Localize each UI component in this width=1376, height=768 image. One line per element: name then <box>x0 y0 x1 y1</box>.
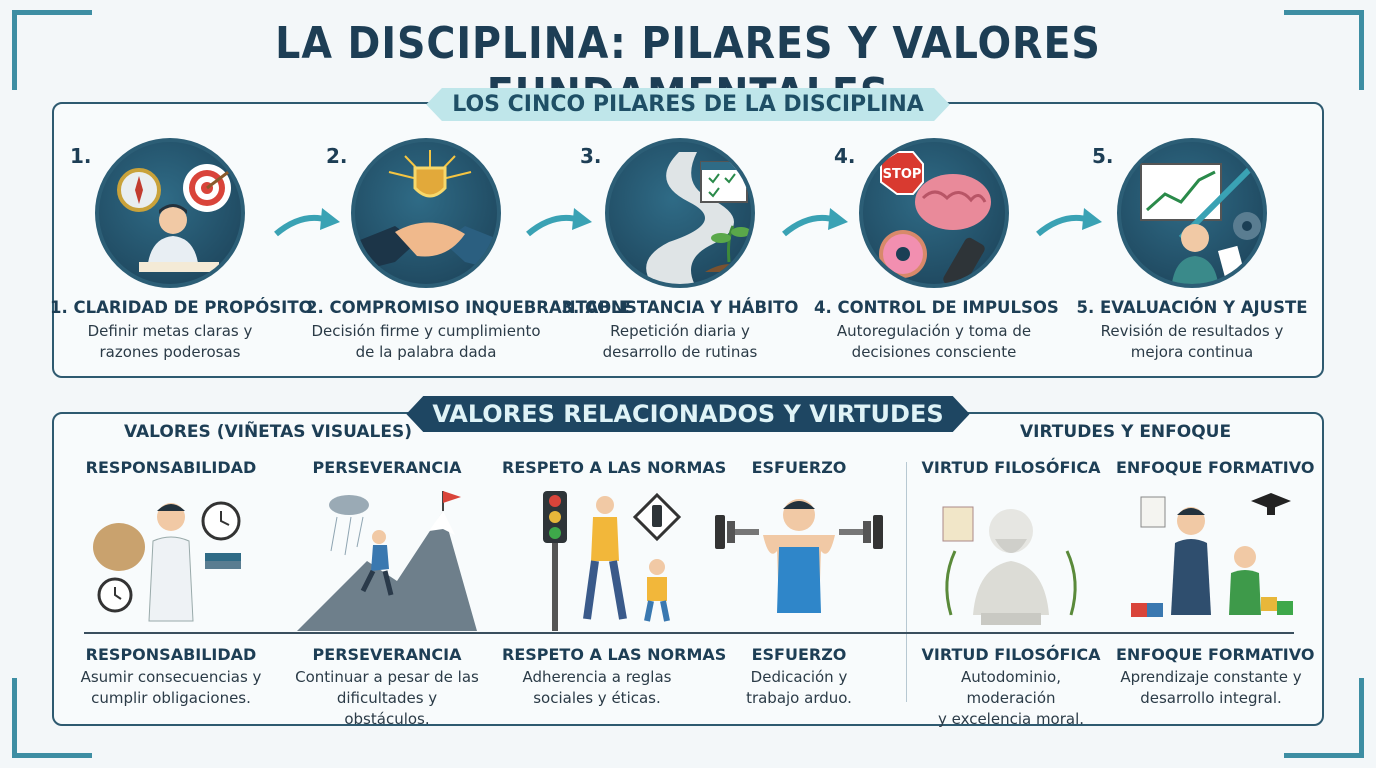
brain-stop-icon: STOP <box>859 138 1009 288</box>
value-description: Dedicación y trabajo arduo. <box>704 667 894 709</box>
value-title-secondary: ENFOQUE FORMATIVO <box>1116 645 1315 664</box>
corner-ornament-top-right <box>1284 10 1364 90</box>
value-title: RESPONSABILIDAD <box>85 458 257 477</box>
pillar-number: 3. <box>580 144 602 168</box>
pillar-name: 3. CONSTANCIA Y HÁBITO <box>561 298 799 317</box>
pillar-number: 4. <box>834 144 856 168</box>
svg-text:STOP: STOP <box>883 167 922 182</box>
value-card-respeto: RESPETO A LAS NORMAS RESPETO A LAS NORMA… <box>502 458 727 709</box>
value-title-secondary: PERSEVERANCIA <box>312 645 462 664</box>
pillar-description-line: Repetición diaria y <box>610 322 750 340</box>
philosopher-bust-icon <box>921 491 1101 631</box>
pillar-description: Revisión de resultados y mejora continua <box>1072 321 1312 363</box>
mountain-climber-icon <box>297 491 477 631</box>
value-card-virtud-filosofica: VIRTUD FILOSÓFICA VIRTUD FILOSÓFICA Auto… <box>916 458 1106 730</box>
value-title-secondary: ESFUERZO <box>751 645 847 664</box>
teacher-student-icon <box>1121 491 1301 631</box>
pillar-2: 2. 2. COMPROMISO INQUEBRANTABLE Decisión… <box>306 138 633 363</box>
pillar-description-line: mejora continua <box>1130 343 1254 361</box>
pillar-1: 1. 1. CLARIDAD DE PROPÓSITO Definir meta… <box>50 138 313 363</box>
pillar-description-line: de la palabra dada <box>355 343 497 361</box>
pillar-4: 4. STOP 4. CONTROL DE IMPULSOS Autoregul… <box>814 138 1059 363</box>
value-card-esfuerzo: ESFUERZO ESFUERZO Dedicación y trabajo a… <box>704 458 894 709</box>
value-description-line: cumplir obligaciones. <box>91 689 251 707</box>
path-calendar-icon <box>605 138 755 288</box>
handshake-shield-icon <box>351 138 501 288</box>
value-card-responsabilidad: RESPONSABILIDAD RESPONSABILIDAD Asumir c… <box>76 458 266 709</box>
pillar-description-line: Definir metas claras y <box>87 322 253 340</box>
value-title: ENFOQUE FORMATIVO <box>1116 458 1315 477</box>
values-banner: VALORES RELACIONADOS Y VIRTUDES <box>406 396 970 432</box>
arrow-right-icon <box>526 208 592 237</box>
pillar-description-line: Autoregulación y toma de <box>836 322 1032 340</box>
value-description: Continuar a pesar de las dificultades y … <box>292 667 482 730</box>
corner-ornament-bottom-left <box>12 678 92 758</box>
arrow-right-icon <box>274 208 340 237</box>
value-title: ESFUERZO <box>751 458 847 477</box>
pillar-description: Decisión firme y cumplimiento de la pala… <box>306 321 546 363</box>
pillar-number: 2. <box>326 144 348 168</box>
value-description-line: Adherencia a reglas <box>522 668 672 686</box>
value-title-secondary: RESPETO A LAS NORMAS <box>502 645 727 664</box>
pillar-description: Definir metas claras y razones poderosas <box>50 321 290 363</box>
arrow-right-icon <box>782 208 848 237</box>
pillar-5: 5. 5. EVALUACIÓN Y AJUSTE Revisión de re… <box>1072 138 1312 363</box>
pillar-name: 5. EVALUACIÓN Y AJUSTE <box>1076 298 1308 317</box>
traffic-light-icon <box>507 491 687 631</box>
value-card-enfoque-formativo: ENFOQUE FORMATIVO ENFOQUE FORMATIVO Apre… <box>1116 458 1315 709</box>
value-description-line: dificultades y obstáculos. <box>336 689 438 728</box>
corner-ornament-top-left <box>12 10 92 90</box>
pillar-description-line: Revisión de resultados y <box>1100 322 1284 340</box>
pillar-description-line: decisiones consciente <box>851 343 1017 361</box>
pillars-banner: LOS CINCO PILARES DE LA DISCIPLINA <box>426 88 950 121</box>
value-description-line: trabajo arduo. <box>746 689 852 707</box>
value-title-secondary: RESPONSABILIDAD <box>85 645 257 664</box>
values-panel: VALORES RELACIONADOS Y VIRTUDES VALORES … <box>52 396 1324 728</box>
value-title: PERSEVERANCIA <box>312 458 462 477</box>
value-description-line: Autodominio, moderación <box>961 668 1061 707</box>
chart-gears-icon <box>1117 138 1267 288</box>
pillar-name: 2. COMPROMISO INQUEBRANTABLE <box>306 298 633 317</box>
value-description-line: sociales y éticas. <box>533 689 661 707</box>
value-title: VIRTUD FILOSÓFICA <box>921 458 1101 477</box>
value-description-line: Dedicación y <box>750 668 848 686</box>
pillar-description-line: razones poderosas <box>99 343 241 361</box>
pillar-description-line: desarrollo de rutinas <box>602 343 758 361</box>
corner-ornament-bottom-right <box>1284 678 1364 758</box>
virtues-heading: VIRTUDES Y ENFOQUE <box>1020 422 1232 442</box>
pillar-number: 5. <box>1092 144 1114 168</box>
person-clocks-icon <box>81 491 261 631</box>
pillar-name: 1. CLARIDAD DE PROPÓSITO <box>50 298 313 317</box>
arrow-right-icon <box>1036 208 1102 237</box>
pillars-panel: LOS CINCO PILARES DE LA DISCIPLINA 1. 1.… <box>50 88 1324 378</box>
pillar-number: 1. <box>70 144 92 168</box>
section-divider <box>906 462 907 702</box>
value-description-line: y excelencia moral. <box>937 710 1085 728</box>
pillar-description: Autoregulación y toma de decisiones cons… <box>814 321 1054 363</box>
value-description: Adherencia a reglas sociales y éticas. <box>502 667 692 709</box>
target-compass-icon <box>95 138 245 288</box>
pillar-3: 3. 3. CONSTANCIA Y HÁBITO Repetición dia… <box>560 138 800 363</box>
ground-line <box>84 632 1294 634</box>
value-description-line: Aprendizaje constante y <box>1120 668 1302 686</box>
value-title-secondary: VIRTUD FILOSÓFICA <box>921 645 1101 664</box>
value-description-line: Asumir consecuencias y <box>80 668 262 686</box>
value-description: Asumir consecuencias y cumplir obligacio… <box>76 667 266 709</box>
dumbbell-icon <box>709 491 889 631</box>
pillar-description-line: Decisión firme y cumplimiento <box>311 322 541 340</box>
pillar-description: Repetición diaria y desarrollo de rutina… <box>560 321 800 363</box>
value-description-line: Continuar a pesar de las <box>295 668 479 686</box>
value-title: RESPETO A LAS NORMAS <box>502 458 727 477</box>
value-description: Autodominio, moderación y excelencia mor… <box>916 667 1106 730</box>
value-card-perseverancia: PERSEVERANCIA PERSEVERANCIA Continuar a … <box>292 458 482 730</box>
values-heading: VALORES (VIÑETAS VISUALES) <box>124 422 413 442</box>
value-description-line: desarrollo integral. <box>1140 689 1282 707</box>
value-description: Aprendizaje constante y desarrollo integ… <box>1116 667 1306 709</box>
pillar-name: 4. CONTROL DE IMPULSOS <box>814 298 1059 317</box>
